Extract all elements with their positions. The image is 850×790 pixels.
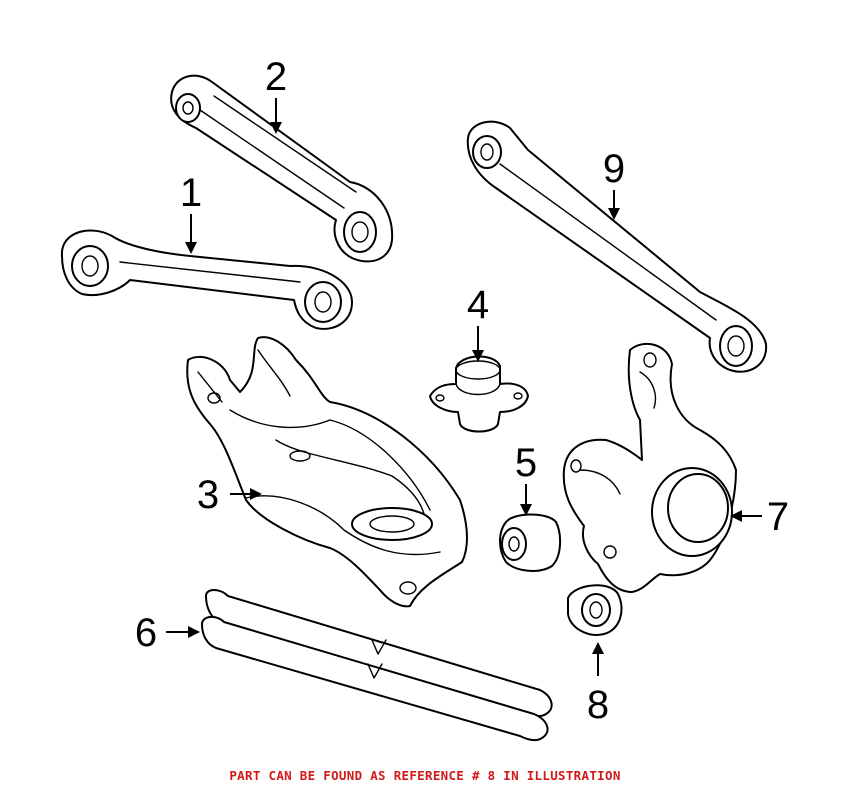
callout-8: 8 — [587, 683, 609, 727]
part-8-bushing — [567, 584, 623, 636]
part-7-knuckle — [562, 342, 737, 593]
part-3-subframe — [186, 336, 468, 608]
callout-5: 5 — [515, 441, 537, 485]
part-9-link — [466, 120, 768, 373]
arrow-1-head — [185, 242, 197, 254]
callout-9: 9 — [603, 147, 625, 191]
arrow-7-head — [730, 510, 742, 522]
part-4-top-mount — [429, 355, 529, 433]
callout-7: 7 — [767, 495, 789, 539]
part-6-tie-bar — [201, 589, 553, 742]
callout-2: 2 — [265, 55, 287, 99]
part-1-lower-arm — [60, 229, 353, 330]
callout-6: 6 — [135, 611, 157, 655]
callout-4: 4 — [467, 283, 489, 327]
arrow-6-head — [188, 626, 200, 638]
reference-caption: PART CAN BE FOUND AS REFERENCE # 8 IN IL… — [229, 768, 621, 783]
part-5-bushing — [499, 513, 562, 572]
arrow-8-head — [592, 642, 604, 654]
arrow-4-head — [472, 350, 484, 362]
arrow-2-head — [270, 122, 282, 134]
callout-3: 3 — [197, 473, 219, 517]
callout-1: 1 — [180, 171, 202, 215]
arrow-5-head — [520, 504, 532, 516]
part-2-upper-arm — [170, 74, 394, 263]
arrow-3-head — [250, 488, 262, 500]
arrow-9-head — [608, 208, 620, 220]
leader-arrows — [166, 98, 762, 676]
